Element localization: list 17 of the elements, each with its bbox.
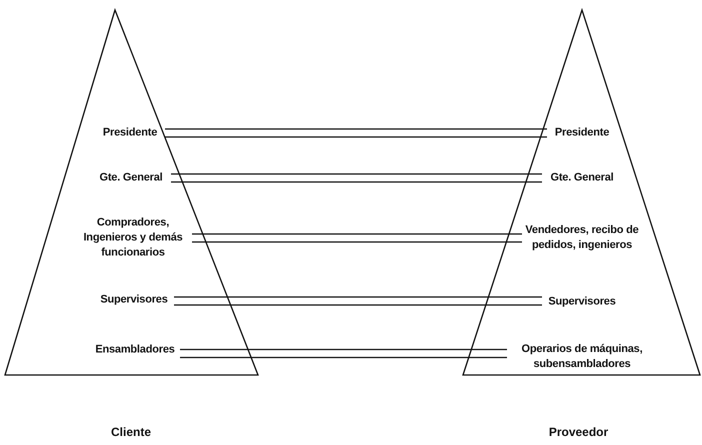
- level-label: Presidente: [95, 126, 165, 140]
- level-label: Gte. General: [542, 170, 622, 186]
- pyramid-label: Proveedor: [548, 425, 608, 439]
- pyramid-label: Cliente: [110, 425, 151, 439]
- double-line: [191, 233, 523, 243]
- double-line: [170, 173, 543, 183]
- level-label: Vendedores, recibo de pedidos, ingenieros: [522, 223, 642, 253]
- level-label: Supervisores: [94, 292, 174, 308]
- level-label: Gte. General: [91, 170, 171, 186]
- double-line: [179, 348, 508, 358]
- double-line: [173, 296, 543, 306]
- double-line: [164, 128, 548, 138]
- level-label: Presidente: [547, 126, 617, 140]
- level-label: Supervisores: [542, 294, 622, 310]
- level-label: Operarios de máquinas, subensambladores: [507, 342, 657, 372]
- level-label: Compradores, Ingenieros y demás funcionarios: [74, 216, 192, 260]
- level-label: Ensambladores: [90, 342, 180, 358]
